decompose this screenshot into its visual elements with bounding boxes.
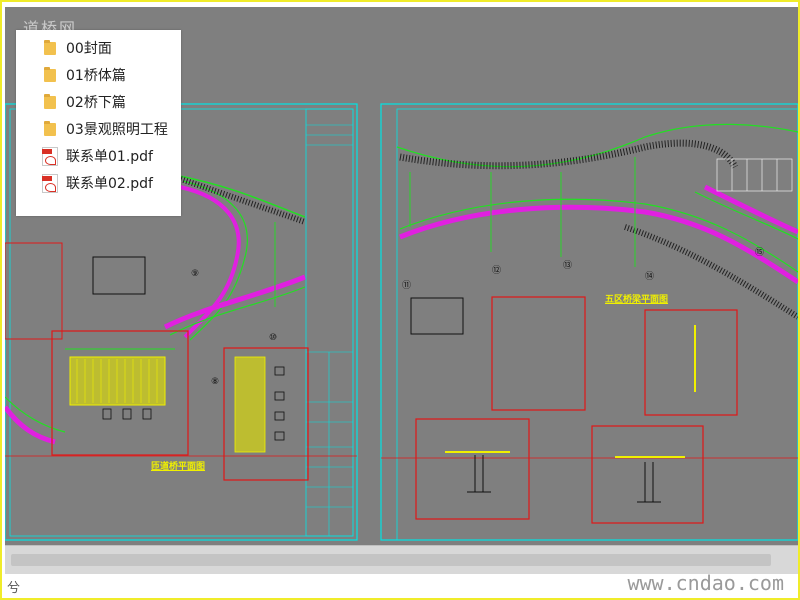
pier-label: ⑭: [645, 272, 655, 282]
file-item-folder-03[interactable]: 03景观照明工程: [16, 115, 181, 142]
right-sheet-title: 五区桥梁平面图: [605, 295, 669, 305]
file-item-folder-01[interactable]: 01桥体篇: [16, 61, 181, 88]
pier-label: ⑧: [211, 377, 220, 387]
file-item-label: 03景观照明工程: [66, 121, 168, 138]
right-sheet-border: [380, 103, 798, 541]
pdf-icon: [42, 173, 62, 193]
scrollbar-thumb[interactable]: [11, 554, 771, 566]
status-bar: 兮 www.cndao.com: [5, 571, 798, 598]
pier-label: ⑪: [402, 281, 412, 291]
file-item-label: 01桥体篇: [66, 67, 126, 84]
pier-label: ⑩: [269, 333, 278, 343]
pier-label: ⑨: [191, 269, 200, 279]
folder-icon: [42, 39, 62, 57]
left-sheet-title: 匝道桥平面图: [151, 462, 206, 472]
file-item-label: 02桥下篇: [66, 94, 126, 111]
file-item-folder-00[interactable]: 00封面: [16, 34, 181, 61]
site-watermark-bottom: www.cndao.com: [627, 571, 784, 595]
pier-label: ⑮: [755, 248, 765, 258]
file-item-label: 联系单01.pdf: [66, 148, 153, 165]
cad-drawing: [5, 103, 798, 541]
pier-label: ⑫: [492, 266, 502, 276]
file-item-folder-02[interactable]: 02桥下篇: [16, 88, 181, 115]
file-item-label: 联系单02.pdf: [66, 175, 153, 192]
file-item-label: 00封面: [66, 40, 112, 57]
left-sheet-border: [5, 103, 358, 541]
pier-label: ⑬: [563, 261, 573, 271]
status-text: 兮: [7, 581, 21, 596]
left-title-block: [305, 108, 354, 537]
horizontal-scrollbar[interactable]: [5, 545, 798, 574]
file-item-pdf-02[interactable]: 联系单02.pdf: [16, 169, 181, 196]
folder-icon: [42, 120, 62, 138]
folder-icon: [42, 66, 62, 84]
folder-icon: [42, 93, 62, 111]
file-item-pdf-01[interactable]: 联系单01.pdf: [16, 142, 181, 169]
pdf-icon: [42, 146, 62, 166]
file-list-panel: 00封面 01桥体篇 02桥下篇 03景观照明工程 联系单01.pdf 联系单0…: [16, 30, 181, 216]
